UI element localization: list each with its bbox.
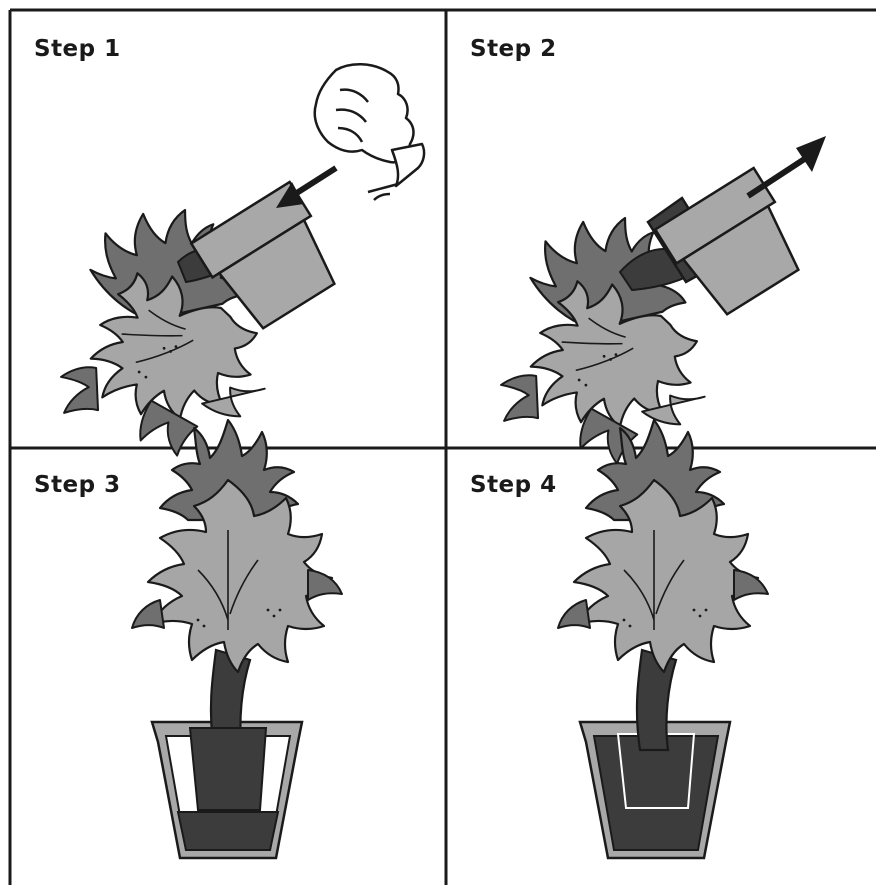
hand-icon xyxy=(315,64,424,200)
step-1-label: Step 1 xyxy=(34,36,121,62)
plant-icon xyxy=(132,420,342,750)
panel-grid xyxy=(10,10,876,885)
arrow-out-icon xyxy=(748,136,826,196)
step-2-label: Step 2 xyxy=(470,36,557,62)
root-ball xyxy=(190,728,266,810)
soil-base xyxy=(178,812,278,850)
step-4-illustration xyxy=(558,420,768,858)
step-1-illustration xyxy=(38,64,424,470)
soil-fill xyxy=(594,736,718,850)
step-4-label: Step 4 xyxy=(470,472,557,498)
step-3-illustration xyxy=(132,420,342,858)
step-3-label: Step 3 xyxy=(34,472,121,498)
plant-icon xyxy=(558,420,768,750)
